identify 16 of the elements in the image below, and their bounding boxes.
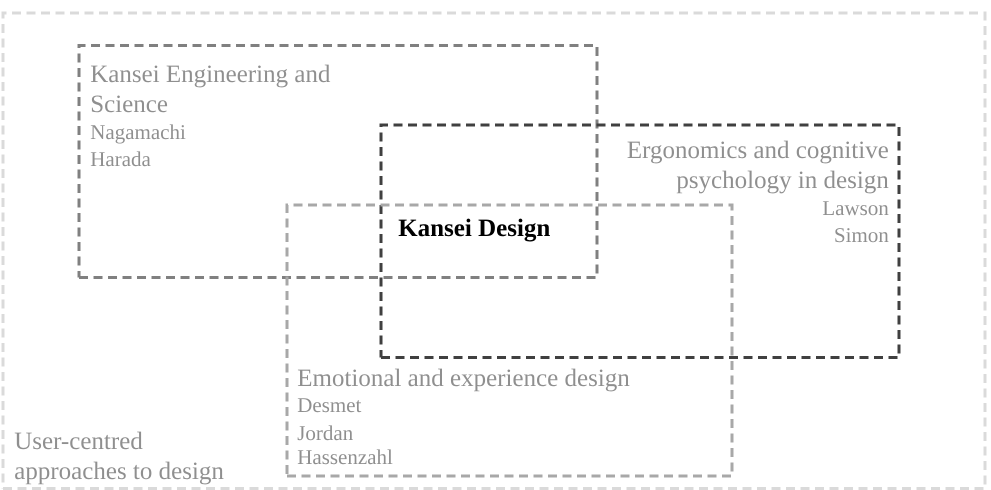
dashed-box [286,204,734,478]
author-name: Nagamachi [90,124,186,144]
dashed-box [78,44,598,279]
author-name: Desmet [298,398,362,412]
overlap-label: Kansei Design [398,218,550,242]
box-heading: Emotional and experience design [298,368,630,392]
box-heading: Ergonomics and cognitive psychology in design [628,140,888,194]
author-name: Lawson [822,201,888,216]
author-name: Hassenzahl [298,449,392,464]
box-heading: User-centred approaches to design [14,432,224,484]
dashed-box [380,124,900,359]
box-heading: Kansei Engineering and Science [90,64,330,112]
author-name: Jordan [298,425,353,440]
author-name: Simon [835,228,888,242]
author-name: Harada [90,151,151,166]
dashed-box [2,12,986,490]
